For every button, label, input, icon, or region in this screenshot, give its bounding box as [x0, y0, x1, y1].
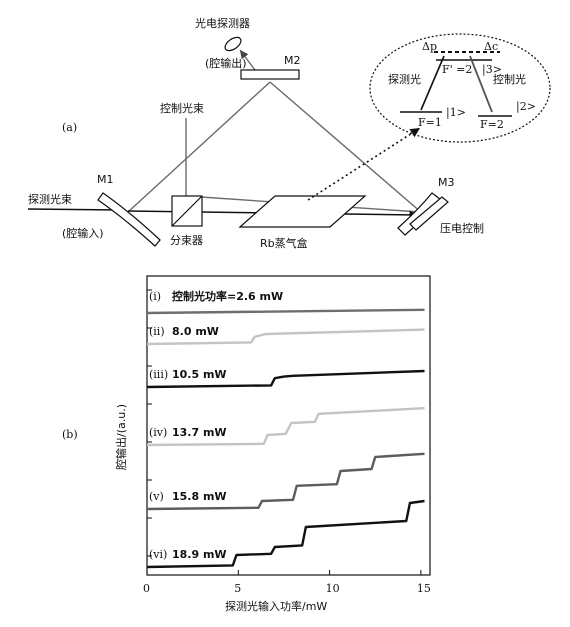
state-2-label: |2>: [516, 100, 536, 114]
rb-cell-label: Rb蒸气盒: [260, 236, 308, 250]
series-line-4: [146, 407, 425, 447]
m3-label: M3: [438, 176, 455, 189]
state-3-label: |3>: [482, 63, 502, 77]
series-name-3: (iii): [149, 368, 168, 381]
f1-label: F=1: [418, 116, 442, 129]
panel-b-label: (b): [62, 428, 78, 441]
series-layer: [146, 308, 425, 569]
probe-path: [27, 208, 419, 220]
plot-frame: [146, 275, 431, 576]
series-line-6: [146, 499, 425, 569]
level-diagram-frame: [369, 33, 551, 143]
rb-cell-icon: [238, 195, 367, 228]
series-label-2: 8.0 mW: [172, 325, 219, 338]
delta-p: Δp: [422, 40, 437, 53]
delta-c: Δc: [484, 40, 498, 53]
series-label-3: 10.5 mW: [172, 368, 227, 381]
control-light-label: 控制光: [493, 72, 526, 86]
y-axis-label: 腔输出/(a.u.): [114, 404, 128, 470]
beam-splitter-label: 分束器: [170, 234, 203, 247]
x-axis-label: 探测光输入功率/mW: [225, 599, 327, 613]
series-name-6: (vi): [149, 548, 167, 561]
x-ticks: 0 5 10 15: [143, 570, 431, 595]
cavity-input-label: (腔输入): [62, 226, 104, 240]
mirror-m2: [240, 69, 300, 80]
beam-m1-m2: [127, 81, 271, 213]
series-line-3: [146, 369, 425, 389]
series-label-5: 15.8 mW: [172, 490, 227, 503]
probe-beam-label: 探测光束: [28, 192, 72, 206]
series-label-layer: (i) 控制光功率=2.6 mW (ii) 8.0 mW (iii) 10.5 mW (iv…: [149, 289, 283, 561]
state-1-label: |1>: [446, 106, 466, 120]
series-name-4: (iv): [149, 426, 167, 439]
probe-light-label: 探测光: [388, 72, 421, 86]
level-diagram: [400, 51, 512, 117]
x-tick-label: 10: [326, 582, 340, 595]
panel-a-label: (a): [62, 121, 77, 134]
probe-transition: [420, 55, 445, 111]
level-pointer: [307, 127, 421, 201]
f-prime-label: F' =2: [442, 63, 472, 76]
x-tick-label: 15: [417, 582, 431, 595]
detector-icon: [224, 36, 242, 52]
series-label-6: 18.9 mW: [172, 548, 227, 561]
detector-label: 光电探测器: [195, 16, 250, 30]
series-label-4: 13.7 mW: [172, 426, 227, 439]
probe-beam-line: [27, 208, 121, 211]
x-tick-label: 5: [234, 582, 241, 595]
series-label-1: 控制光功率=2.6 mW: [172, 289, 283, 303]
series-name-2: (ii): [149, 325, 165, 338]
control-beam-label: 控制光束: [160, 101, 204, 115]
f2-label: F=2: [480, 118, 504, 131]
control-transition: [469, 55, 493, 113]
y-ticks: [147, 289, 152, 557]
beam-m2-m3: [269, 81, 423, 214]
x-tick-label: 0: [143, 582, 150, 595]
series-line-5: [146, 452, 425, 511]
m2-label: M2: [284, 54, 301, 67]
cavity-output-label: (腔输出): [205, 56, 247, 70]
series-name-5: (v): [149, 490, 164, 503]
piezo-icon: [409, 196, 449, 231]
m1-label: M1: [97, 173, 114, 186]
series-line-1: [146, 308, 425, 315]
piezo-label: 压电控制: [440, 221, 484, 235]
mirror-m1: [97, 192, 161, 247]
series-line-2: [146, 328, 425, 346]
series-name-1: (i): [149, 290, 161, 303]
